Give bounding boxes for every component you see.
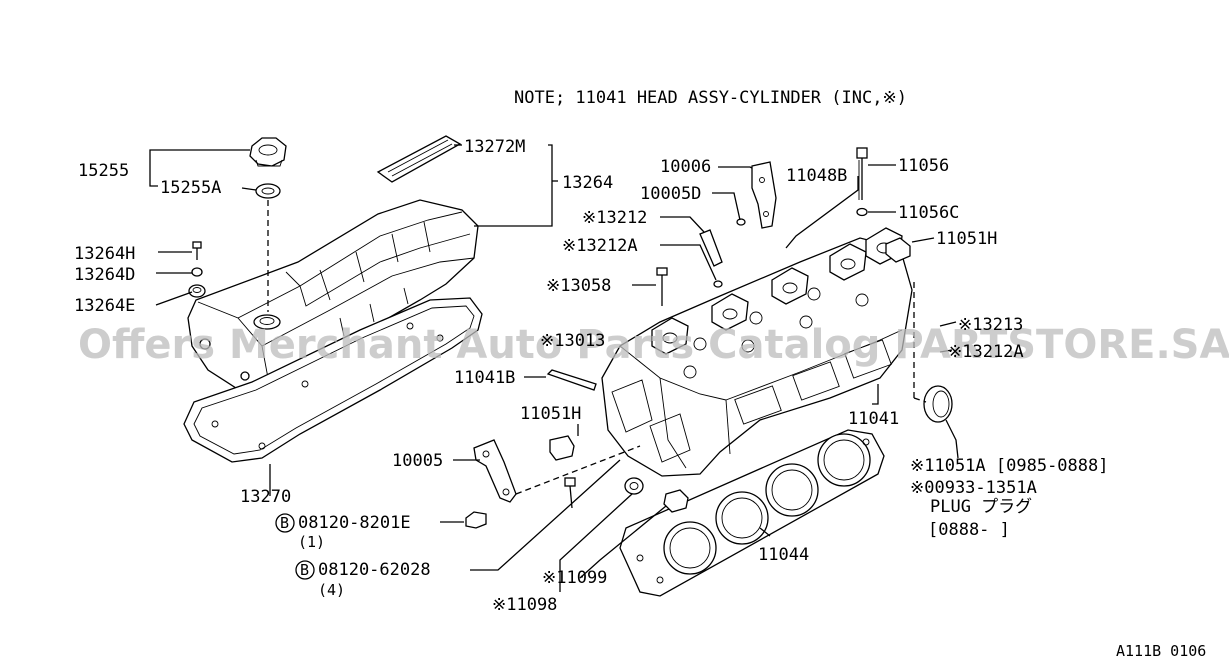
cylinder-head-gasket[interactable] [619, 429, 885, 597]
label-13013[interactable]: ※13013 [540, 331, 605, 351]
label-11051A[interactable]: ※11051A [0985-0888] [910, 456, 1108, 476]
o-ring[interactable] [663, 489, 689, 513]
watermark: Offers Merchant Auto Parts Catalog PARTS… [78, 322, 1229, 368]
bolt-marker-1: B [280, 514, 289, 532]
expansion-plug-side[interactable] [549, 435, 575, 461]
oil-seal[interactable] [624, 477, 644, 495]
label-10005D[interactable]: 10005D [640, 184, 701, 204]
label-13212A[interactable]: ※13212A [562, 236, 638, 256]
valve-guide[interactable] [699, 229, 723, 267]
leader-lines [149, 144, 959, 592]
label-11048B[interactable]: 11048B [786, 166, 847, 186]
oil-filler-cap[interactable] [249, 137, 287, 167]
label-11041[interactable]: 11041 [848, 409, 899, 429]
label-11041B[interactable]: 11041B [454, 368, 515, 388]
label-11098[interactable]: ※11098 [492, 595, 557, 615]
label-13264D[interactable]: 13264D [74, 265, 135, 285]
label-13270[interactable]: 13270 [240, 487, 291, 507]
expansion-plug-top[interactable] [885, 237, 911, 263]
label-13264[interactable]: 13264 [562, 173, 613, 193]
head-bolt[interactable] [856, 147, 868, 200]
cup-plug[interactable] [923, 385, 953, 423]
plug-dashed-line-2 [913, 397, 927, 403]
label-00933[interactable]: ※00933-1351A [910, 478, 1037, 498]
label-11051H-mid[interactable]: 11051H [520, 404, 581, 424]
dowel-pin[interactable] [656, 267, 668, 306]
diagram-code: A111B 0106 [1116, 642, 1206, 660]
bolt-08120-8201E[interactable] [465, 511, 487, 529]
cover-grommet[interactable] [188, 284, 206, 298]
slinger-dashed-line [515, 445, 641, 495]
engine-slinger-front[interactable] [473, 439, 517, 503]
cover-washer[interactable] [191, 267, 203, 277]
label-10005[interactable]: 10005 [392, 451, 443, 471]
bolt-marker-circle-2 [295, 560, 315, 580]
bolt-marker-2: B [300, 561, 309, 579]
label-11044[interactable]: 11044 [758, 545, 809, 565]
label-13058[interactable]: ※13058 [546, 276, 611, 296]
rocker-cover-gasket[interactable] [183, 297, 483, 463]
label-plug: PLUG プラグ [930, 497, 1032, 517]
bolt-marker-circle-1 [275, 513, 295, 533]
label-08120-62028[interactable]: 08120-62028 [318, 560, 431, 580]
head-bolt-washer[interactable] [856, 207, 868, 217]
bolt-08120-62028[interactable] [564, 477, 576, 509]
label-13212A-right[interactable]: ※13212A [948, 342, 1024, 362]
qty-4: (4) [318, 581, 345, 599]
label-11099[interactable]: ※11099 [542, 568, 607, 588]
label-11051H-top[interactable]: 11051H [936, 229, 997, 249]
note-text: NOTE; 11041 HEAD ASSY-CYLINDER (INC,※) [514, 88, 907, 108]
caution-label-plate[interactable] [376, 135, 462, 183]
label-11056C[interactable]: 11056C [898, 203, 959, 223]
label-plug-range: [0888- ] [928, 520, 1010, 540]
cover-bolt[interactable] [192, 241, 202, 260]
engine-slinger-rear[interactable] [751, 161, 777, 229]
label-15255[interactable]: 15255 [78, 161, 129, 181]
rocker-cover[interactable] [187, 199, 479, 393]
stud-bolt[interactable] [546, 369, 597, 391]
cylinder-head[interactable] [601, 227, 913, 477]
label-13264E[interactable]: 13264E [74, 296, 135, 316]
filler-cap-gasket[interactable] [255, 183, 281, 199]
label-13213-right[interactable]: ※13213 [958, 315, 1023, 335]
label-13264H[interactable]: 13264H [74, 244, 135, 264]
label-08120-8201E[interactable]: 08120-8201E [298, 513, 411, 533]
label-11056[interactable]: 11056 [898, 156, 949, 176]
label-13212[interactable]: ※13212 [582, 208, 647, 228]
label-15255A[interactable]: 15255A [160, 178, 221, 198]
qty-1: (1) [298, 533, 325, 551]
valve-seat[interactable] [713, 280, 723, 288]
label-10006[interactable]: 10006 [660, 157, 711, 177]
label-13272M[interactable]: 13272M [464, 137, 525, 157]
slinger-bolt[interactable] [736, 218, 746, 226]
